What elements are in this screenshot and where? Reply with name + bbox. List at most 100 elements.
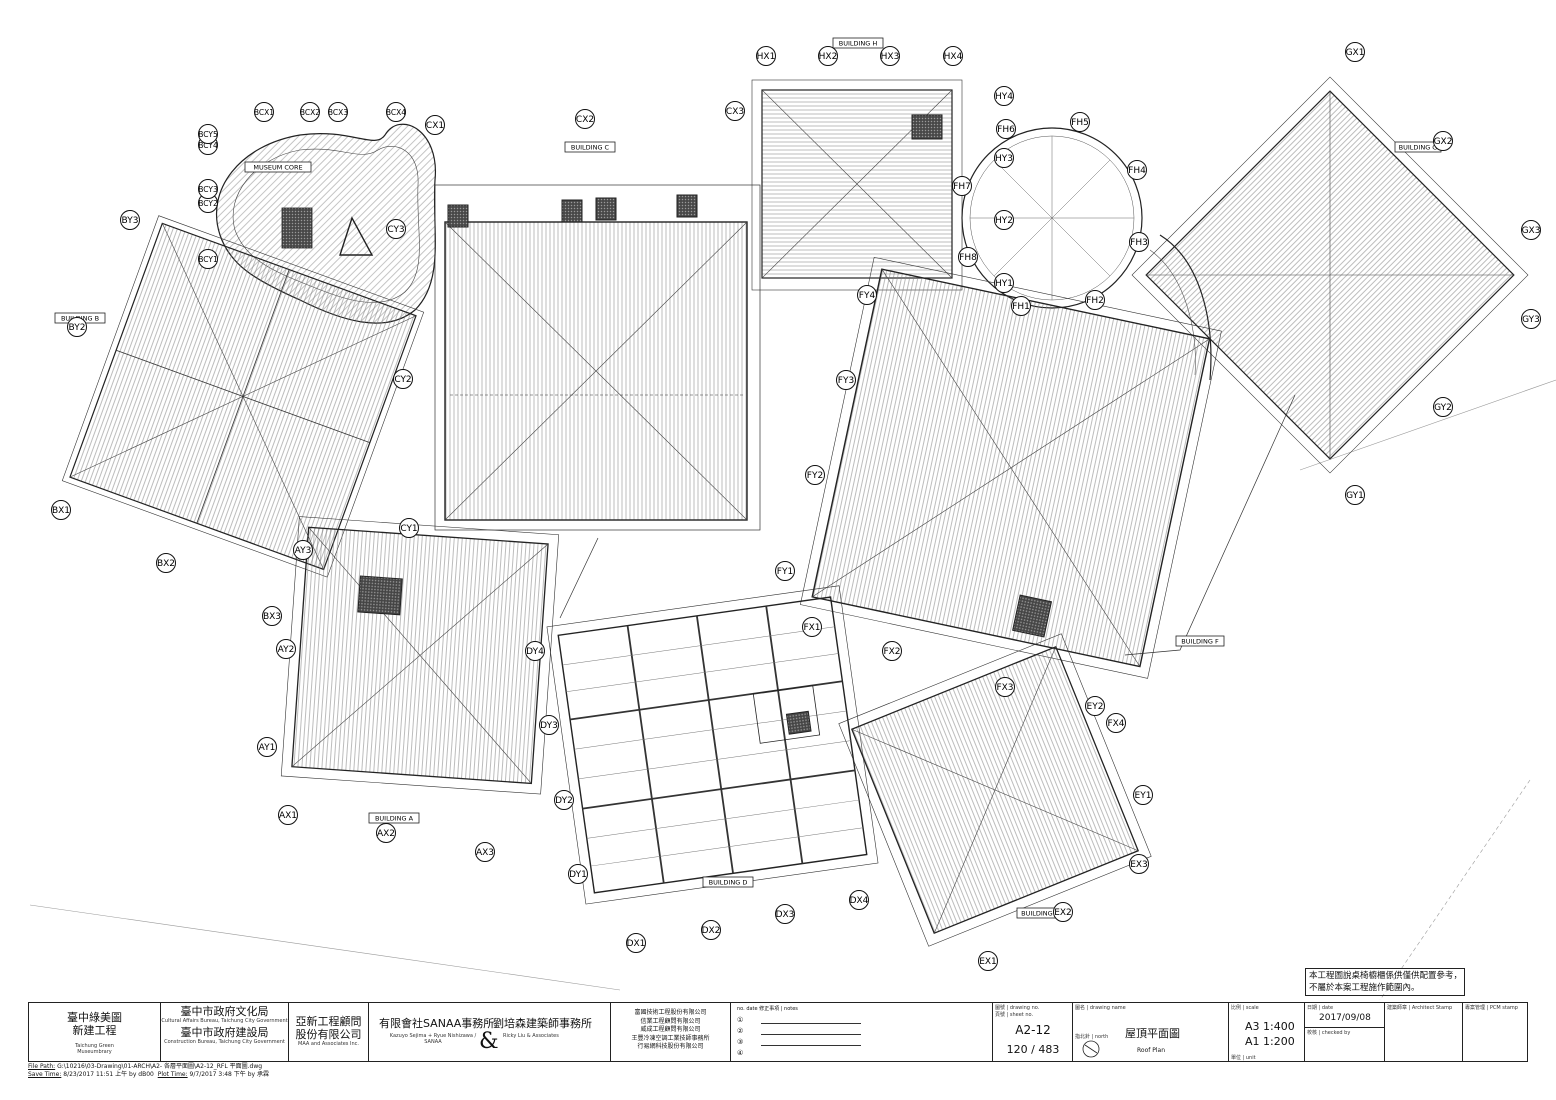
building-a-roof <box>280 516 560 795</box>
grid-bubble-label: FY4 <box>859 291 876 301</box>
grid-bubble-ey2: EY2 <box>1085 696 1105 716</box>
grid-bubble-cx3: CX3 <box>725 101 745 121</box>
building-e-roof <box>838 633 1152 947</box>
grid-bubble-label: FH3 <box>1130 238 1148 248</box>
grid-bubble-label: AX2 <box>377 829 395 839</box>
grid-bubble-label: BY2 <box>69 323 86 333</box>
pm-cell: 亞新工程顧問 股份有限公司 MAA and Associates Inc. <box>289 1003 369 1061</box>
grid-bubble-gy1: GY1 <box>1345 485 1365 505</box>
grid-bubble-label: FH4 <box>1128 166 1146 176</box>
note-line-2: 不屬於本案工程施作範圍內。 <box>1309 983 1420 993</box>
grid-bubble-label: GX2 <box>1434 137 1453 147</box>
grid-bubble-label: BCY1 <box>198 255 218 264</box>
architect-1-cn: 有限會社SANAA事務所 <box>379 1017 495 1030</box>
grid-bubble-ay2: AY2 <box>276 639 296 659</box>
grid-bubble-gx3: GX3 <box>1521 220 1541 240</box>
grid-bubble-fx3: FX3 <box>995 677 1015 697</box>
grid-bubble-label: CY2 <box>394 375 411 385</box>
save-time-label: Save Time: <box>28 1071 62 1078</box>
grid-bubble-label: BX2 <box>157 559 175 569</box>
scale-a3: A3 1:400 <box>1245 1020 1295 1033</box>
pcm-stamp-label: 專案管理 | PCM stamp <box>1465 1005 1518 1011</box>
architect-stamp-cell: 建築師章 | Architect Stamp <box>1385 1003 1463 1061</box>
grid-bubble-label: FX4 <box>1107 719 1124 729</box>
north-arrow-icon <box>1082 1040 1100 1058</box>
grid-bubble-fh5: FH5 <box>1070 112 1090 132</box>
grid-bubble-dx1: DX1 <box>626 933 646 953</box>
revision-cell: no. date 修正事項 | notes ① ② ③ ④ <box>731 1003 993 1061</box>
architect-stamp-label: 建築師章 | Architect Stamp <box>1387 1005 1453 1011</box>
grid-bubble-label: FH6 <box>997 125 1015 135</box>
building-f-roof <box>800 256 1222 679</box>
grid-bubble-label: DY4 <box>526 647 544 657</box>
grid-bubble-fy2: FY2 <box>805 465 825 485</box>
grid-bubble-ex1: EX1 <box>978 951 998 971</box>
grid-bubble-cy1: CY1 <box>399 518 419 538</box>
grid-bubble-bcy5: BCY5 <box>198 124 218 144</box>
building-tag-label: BUILDING C <box>571 144 610 152</box>
drawing-name-cn: 屋頂平面圖 <box>1125 1027 1180 1040</box>
revision-mark-2: ② <box>737 1027 744 1035</box>
building-tag-mc: MUSEUM CORE <box>244 161 312 173</box>
grid-bubble-ax1: AX1 <box>278 805 298 825</box>
scale-label: 比例 | scale <box>1231 1005 1259 1011</box>
grid-bubble-label: DX1 <box>627 939 646 949</box>
consultant-3: 威成工程顧問有限公司 <box>640 1026 701 1033</box>
revision-mark-1: ① <box>737 1016 744 1024</box>
revision-mark-4: ④ <box>737 1049 744 1057</box>
grid-bubble-hx3: HX3 <box>880 46 900 66</box>
building-tag-label: MUSEUM CORE <box>253 164 302 172</box>
grid-bubble-ey1: EY1 <box>1133 785 1153 805</box>
grid-bubble-dy3: DY3 <box>539 715 559 735</box>
grid-bubble-label: GY3 <box>1522 315 1540 325</box>
grid-bubble-label: DX3 <box>776 910 795 920</box>
grid-bubble-ay3: AY3 <box>293 540 313 560</box>
sheet-number: 120 / 483 <box>1006 1043 1060 1056</box>
grid-bubble-label: BCY3 <box>198 185 218 194</box>
unit-label: 單位 | unit <box>1231 1055 1256 1061</box>
scale-a1: A1 1:200 <box>1245 1035 1295 1048</box>
grid-bubble-label: AY2 <box>278 645 295 655</box>
general-note-box: 本工程圖說桌椅櫥櫃係供僅供配置參考， 不屬於本案工程施作範圍內。 <box>1305 968 1465 996</box>
building-tag-f: BUILDING F <box>1175 635 1225 647</box>
grid-bubble-label: FH8 <box>959 253 977 263</box>
grid-bubble-cx2: CX2 <box>575 109 595 129</box>
grid-bubble-label: EY1 <box>1135 791 1152 801</box>
grid-bubble-label: FH5 <box>1071 118 1089 128</box>
note-line-1: 本工程圖說桌椅櫥櫃係供僅供配置參考， <box>1309 971 1463 981</box>
grid-bubble-bx1: BX1 <box>51 500 71 520</box>
grid-bubble-dy4: DY4 <box>525 641 545 661</box>
drawing-name-label: 圖名 | drawing name <box>1075 1005 1126 1011</box>
grid-bubble-label: AX3 <box>476 848 494 858</box>
grid-bubble-bcx1: BCX1 <box>254 102 274 122</box>
grid-bubble-dx2: DX2 <box>701 920 721 940</box>
building-b-roof <box>61 215 425 578</box>
architect-2-en: Ricky Liu & Associates <box>503 1033 559 1039</box>
pm-name-en: MAA and Associates Inc. <box>298 1041 359 1047</box>
grid-bubble-hy2: HY2 <box>994 210 1014 230</box>
grid-bubble-fx1: FX1 <box>802 617 822 637</box>
grid-bubble-hx2: HX2 <box>818 46 838 66</box>
consultants-cell: 富國技術工程股份有限公司 信業工程顧問有限公司 威成工程顧問有限公司 王豐冷凍空… <box>611 1003 731 1061</box>
building-g-roof <box>1131 76 1529 474</box>
grid-bubble-label: GY1 <box>1346 491 1364 501</box>
grid-bubble-fh6: FH6 <box>996 119 1016 139</box>
grid-bubble-label: AX1 <box>279 811 297 821</box>
grid-bubble-fx4: FX4 <box>1106 713 1126 733</box>
building-tag-label: BUILDING H <box>839 40 878 48</box>
grid-bubble-fh1: FH1 <box>1011 296 1031 316</box>
project-cell: 臺中綠美圖 新建工程 Taichung Green Museumbrary <box>29 1003 161 1061</box>
project-name-cn-2: 新建工程 <box>72 1024 117 1037</box>
grid-bubble-label: HY2 <box>995 216 1013 226</box>
grid-bubble-label: DX2 <box>702 926 721 936</box>
file-path-label: File Path: <box>28 1063 56 1070</box>
ampersand: & <box>479 1029 499 1054</box>
grid-bubble-fy4: FY4 <box>857 285 877 305</box>
building-tag-label: BUILDING E <box>1021 910 1059 918</box>
grid-bubble-label: EX3 <box>1130 860 1148 870</box>
building-tag-label: BUILDING A <box>375 815 414 823</box>
grid-bubble-label: BX3 <box>263 612 281 622</box>
grid-bubble-label: DX4 <box>850 896 869 906</box>
grid-bubble-label: BCY4 <box>198 141 218 150</box>
grid-bubble-fx2: FX2 <box>882 641 902 661</box>
